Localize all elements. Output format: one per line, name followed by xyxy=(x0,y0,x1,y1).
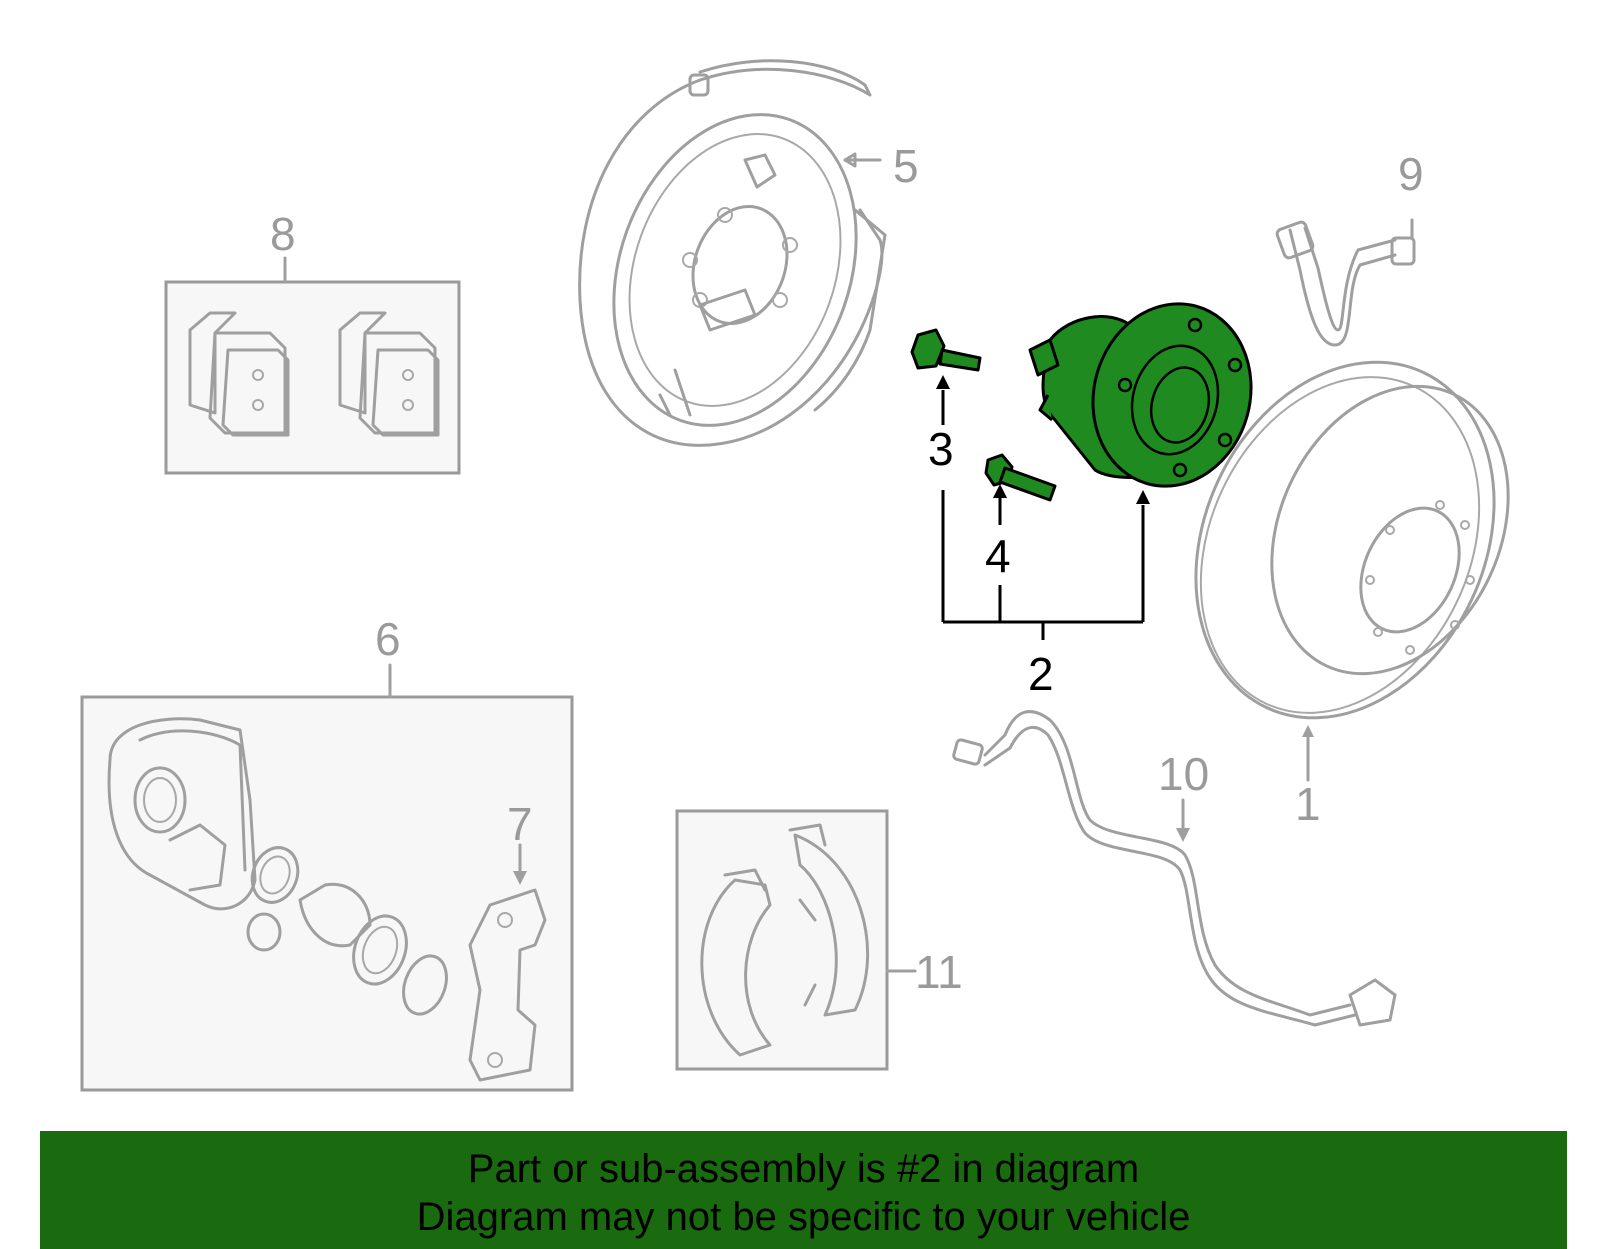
callout-2: 2 xyxy=(1028,648,1054,700)
callout-5: 5 xyxy=(893,140,919,192)
callout-11: 11 xyxy=(915,946,963,998)
brake-pads-part-8[interactable] xyxy=(164,256,461,475)
caliper-box xyxy=(80,695,574,1092)
callout-9: 9 xyxy=(1398,148,1424,200)
hub-bolt-part-3[interactable] xyxy=(910,328,982,372)
parking-brake-shoes-part-11[interactable] xyxy=(675,809,917,1071)
pads-box xyxy=(164,280,461,475)
backing-plate-part-5[interactable] xyxy=(572,59,898,460)
callout-10: 10 xyxy=(1158,748,1209,800)
info-banner: Part or sub-assembly is #2 in diagram Di… xyxy=(40,1131,1567,1249)
brake-hose-part-9[interactable] xyxy=(1275,218,1416,347)
shoes-box xyxy=(675,809,889,1071)
assembly-bracket xyxy=(936,375,1150,640)
hub-assembly-part-2[interactable] xyxy=(1028,286,1271,504)
callout-8: 8 xyxy=(270,208,296,260)
banner-line-1: Part or sub-assembly is #2 in diagram xyxy=(467,1147,1140,1191)
caliper-kit-part-6[interactable] xyxy=(80,663,574,1092)
abs-sensor-part-10[interactable] xyxy=(952,710,1397,1027)
callout-4: 4 xyxy=(985,530,1011,582)
wheel-stud-part-4[interactable] xyxy=(984,453,1057,502)
brake-rotor-part-1[interactable] xyxy=(1140,313,1553,782)
callout-7: 7 xyxy=(507,798,533,850)
callout-3: 3 xyxy=(928,423,954,475)
caliper-bracket-part-7[interactable] xyxy=(468,843,547,1082)
callout-6: 6 xyxy=(375,613,401,665)
callout-1: 1 xyxy=(1295,778,1321,830)
banner-line-2: Diagram may not be specific to your vehi… xyxy=(416,1195,1191,1239)
